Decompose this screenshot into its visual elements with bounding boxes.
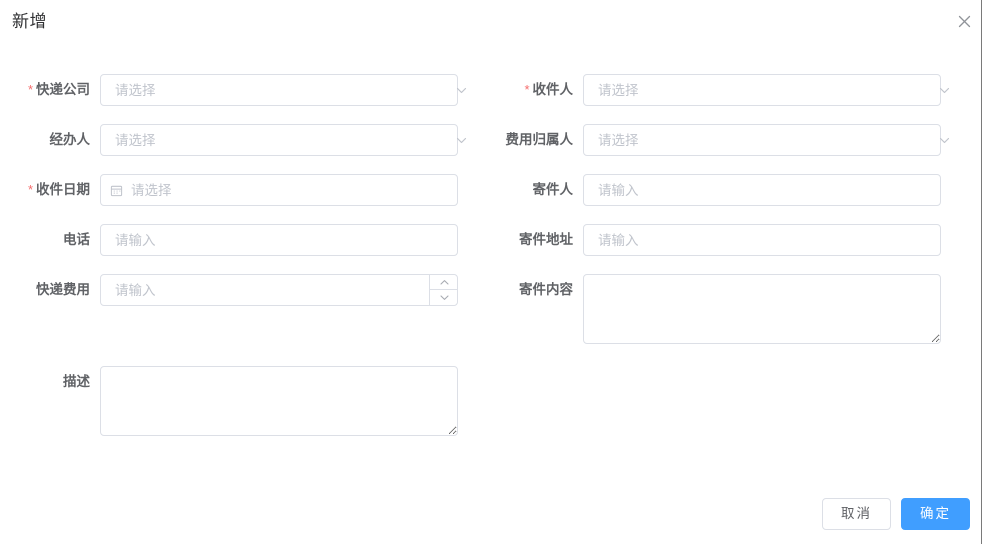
stepper-increase-button[interactable] (430, 275, 457, 290)
control-sender (583, 174, 963, 206)
control-handler (100, 124, 480, 156)
express-fee-input[interactable] (100, 274, 458, 306)
express-fee-stepper-wrap (100, 274, 458, 306)
close-glyph (958, 15, 970, 27)
field-row-receive-date: *收件日期 (0, 174, 480, 206)
close-icon[interactable] (954, 11, 974, 31)
form-area: *快递公司 经办人 *收件日期 (0, 54, 992, 474)
recipient-select[interactable] (583, 74, 941, 106)
chevron-down-icon (439, 295, 449, 300)
label-receive-date: *收件日期 (27, 182, 90, 197)
control-fee-owner (583, 124, 963, 156)
parcel-content-textarea[interactable] (583, 274, 941, 344)
confirm-button[interactable]: 确定 (901, 498, 970, 530)
field-row-express-company: *快递公司 (0, 74, 480, 106)
express-company-select[interactable] (100, 74, 458, 106)
label-handler: 经办人 (49, 132, 91, 147)
field-row-fee-owner: 费用归属人 (483, 124, 963, 156)
control-parcel-content (583, 274, 963, 344)
dialog-header: 新增 (0, 0, 992, 54)
field-row-recipient: *收件人 (483, 74, 963, 106)
control-phone (100, 224, 480, 256)
control-description (100, 366, 480, 436)
cancel-button[interactable]: 取消 (822, 498, 891, 530)
field-row-handler: 经办人 (0, 124, 480, 156)
label-recipient: *收件人 (524, 82, 573, 97)
required-marker: * (27, 82, 33, 97)
fee-owner-select[interactable] (583, 124, 941, 156)
label-description: 描述 (63, 374, 90, 389)
label-phone: 电话 (63, 232, 90, 247)
control-receive-date (100, 174, 480, 206)
stepper-decrease-button[interactable] (430, 290, 457, 305)
field-row-description: 描述 (0, 366, 480, 436)
label-sender: 寄件人 (532, 182, 574, 197)
receive-date-input[interactable] (100, 174, 458, 206)
control-express-fee (100, 274, 480, 306)
dialog-footer: 取消 确定 (822, 498, 970, 530)
label-express-company: *快递公司 (27, 82, 90, 97)
field-row-express-fee: 快递费用 (0, 274, 480, 306)
field-row-parcel-content: 寄件内容 (483, 274, 963, 344)
label-express-fee: 快递费用 (36, 282, 90, 297)
page-edge-rule (981, 0, 982, 544)
control-express-company (100, 74, 480, 106)
chevron-up-icon (439, 279, 449, 285)
required-marker: * (524, 82, 530, 97)
field-row-sender: 寄件人 (483, 174, 963, 206)
phone-input[interactable] (100, 224, 458, 256)
label-fee-owner: 费用归属人 (505, 132, 574, 147)
field-row-sender-address: 寄件地址 (483, 224, 963, 256)
control-sender-address (583, 224, 963, 256)
required-marker: * (27, 182, 33, 197)
label-parcel-content: 寄件内容 (519, 282, 573, 297)
label-sender-address: 寄件地址 (519, 232, 573, 247)
control-recipient (583, 74, 963, 106)
sender-input[interactable] (583, 174, 941, 206)
handler-select[interactable] (100, 124, 458, 156)
description-textarea[interactable] (100, 366, 458, 436)
field-row-phone: 电话 (0, 224, 480, 256)
sender-address-input[interactable] (583, 224, 941, 256)
quantity-stepper (429, 275, 457, 305)
dialog-title: 新增 (12, 12, 47, 31)
